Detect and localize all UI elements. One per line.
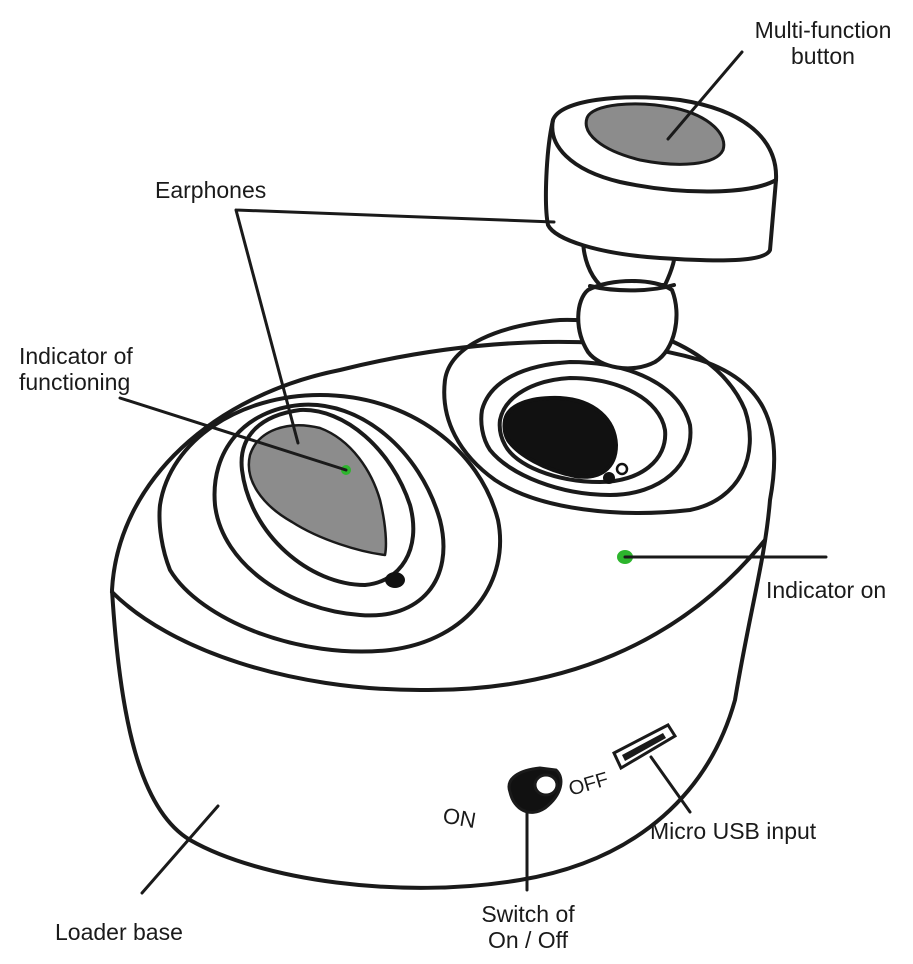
label-multi-function-button: Multi-function button [738, 17, 908, 69]
leader-indicator-functioning [118, 396, 348, 472]
label-earphones: Earphones [155, 177, 267, 203]
label-switch-line2: On / Off [487, 927, 569, 953]
label-multi-function-line2: button [791, 43, 855, 69]
leader-micro-usb [649, 755, 692, 814]
right-contact-dot [603, 472, 615, 484]
label-indicator-on: Indicator on [766, 577, 887, 603]
label-indicator-functioning-line1: Indicator of [19, 343, 133, 369]
right-sensor-ring [615, 462, 629, 476]
label-loader-base: Loader base [55, 919, 183, 945]
right-cavity-middle [479, 360, 693, 497]
earphone-body-rim [550, 118, 778, 194]
right-charging-pad [502, 395, 618, 479]
left-contact-dot [385, 572, 405, 588]
left-cavity-outer [157, 393, 503, 654]
left-earphone [247, 424, 388, 557]
multi-function-button-surface [584, 102, 726, 166]
right-cavity-inner [497, 376, 668, 484]
left-cavity-inner [239, 407, 416, 587]
label-indicator-functioning-line2: functioning [19, 369, 131, 395]
label-indicator-of-functioning: Indicator of functioning [19, 343, 133, 395]
label-switch-line1: Switch of [481, 901, 575, 927]
micro-usb-port [612, 723, 678, 771]
earphone-tip-band [588, 283, 676, 293]
leader-loader-base [140, 804, 220, 895]
leader-multi-function [666, 50, 744, 141]
label-multi-function-line1: Multi-function [754, 17, 892, 43]
on-off-switch [507, 766, 563, 814]
label-switch-on-off: Switch of On / Off [458, 901, 598, 953]
case-base-body [110, 339, 777, 890]
label-micro-usb-input: Micro USB input [650, 818, 817, 844]
case-rim [110, 538, 767, 693]
left-cavity-middle [212, 402, 446, 618]
earphone-ear-tip [576, 279, 679, 371]
switch-on-mark: ON [441, 803, 478, 833]
leader-earphones [234, 208, 556, 445]
right-cavity-outer [442, 317, 752, 515]
